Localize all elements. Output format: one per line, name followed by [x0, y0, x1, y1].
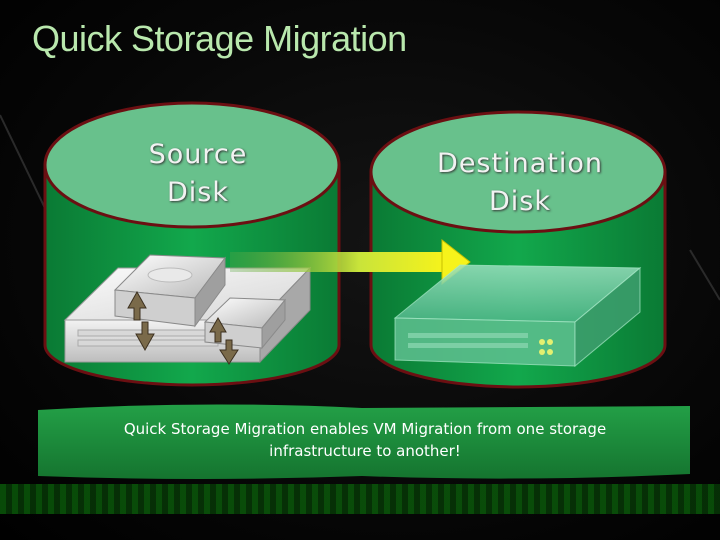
source-disk-label-line2: Disk	[118, 174, 278, 212]
destination-disk-label: Destination Disk	[400, 145, 640, 221]
footer-decoration	[0, 484, 720, 514]
destination-disk-label-line2: Disk	[400, 183, 640, 221]
source-disk-label: Source Disk	[118, 136, 278, 212]
caption-text: Quick Storage Migration enables VM Migra…	[40, 418, 690, 462]
background-line	[690, 250, 720, 300]
source-disk-label-line1: Source	[118, 136, 278, 174]
destination-disk-label-line1: Destination	[400, 145, 640, 183]
caption-line2: infrastructure to another!	[40, 440, 690, 462]
caption-line1: Quick Storage Migration enables VM Migra…	[40, 418, 690, 440]
